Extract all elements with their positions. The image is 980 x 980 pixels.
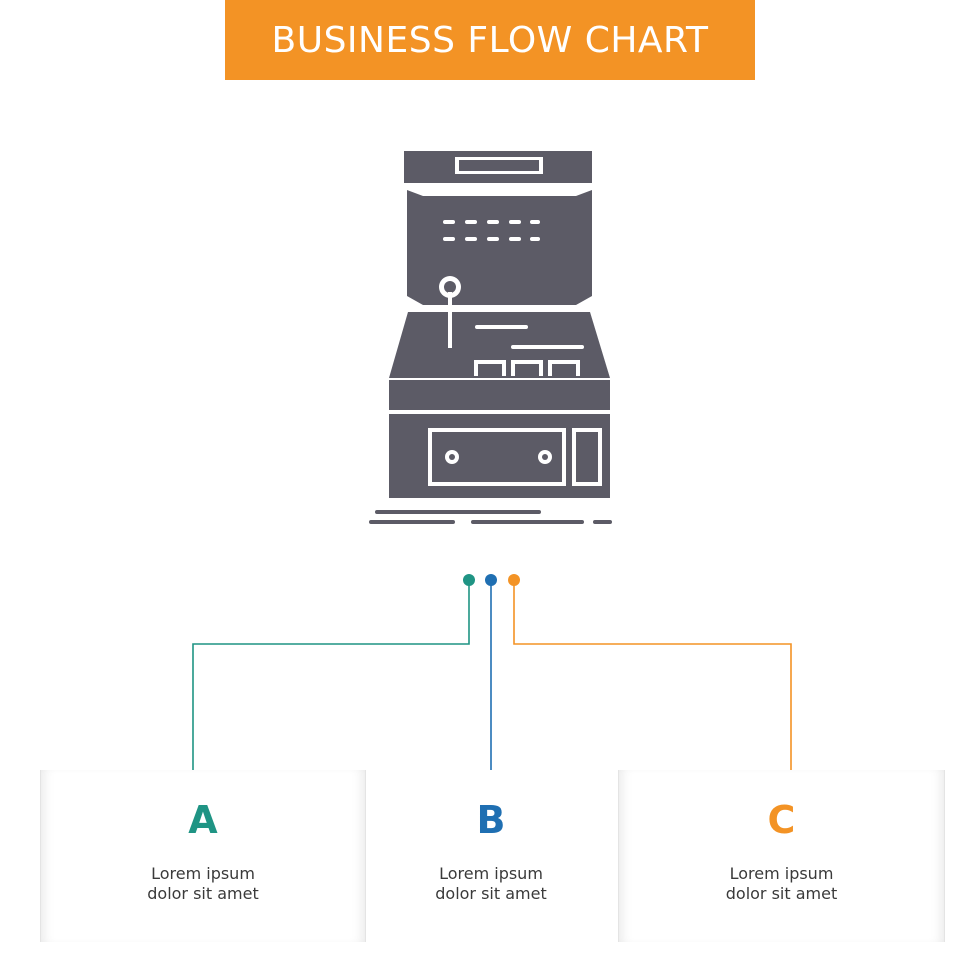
option-c-line1: Lorem ipsum — [729, 864, 834, 883]
option-c-letter: C — [767, 798, 796, 842]
option-b-letter: B — [476, 798, 506, 842]
option-a-description: Lorem ipsum dolor sit amet — [41, 864, 365, 904]
option-b-line1: Lorem ipsum — [439, 864, 543, 883]
connector-b-dot — [485, 574, 497, 586]
option-c-line2: dolor sit amet — [725, 884, 838, 903]
option-card-c: C Lorem ipsum dolor sit amet — [618, 770, 945, 942]
connector-c — [513, 585, 792, 780]
connector-c-dot — [508, 574, 520, 586]
title-banner: BUSINESS FLOW CHART — [225, 0, 755, 80]
connector-a — [192, 585, 470, 780]
page-title: BUSINESS FLOW CHART — [271, 19, 709, 61]
option-a-line2: dolor sit amet — [147, 884, 259, 903]
option-b-line2: dolor sit amet — [435, 884, 547, 903]
connector-a-dot — [463, 574, 475, 586]
option-card-a: A Lorem ipsum dolor sit amet — [40, 770, 366, 942]
option-a-line1: Lorem ipsum — [151, 864, 255, 883]
option-b-description: Lorem ipsum dolor sit amet — [366, 864, 616, 904]
option-c-description: Lorem ipsum dolor sit amet — [619, 864, 944, 904]
option-card-b: B Lorem ipsum dolor sit amet — [366, 770, 616, 942]
arcade-machine-icon — [369, 151, 612, 524]
option-a-letter: A — [188, 798, 218, 842]
